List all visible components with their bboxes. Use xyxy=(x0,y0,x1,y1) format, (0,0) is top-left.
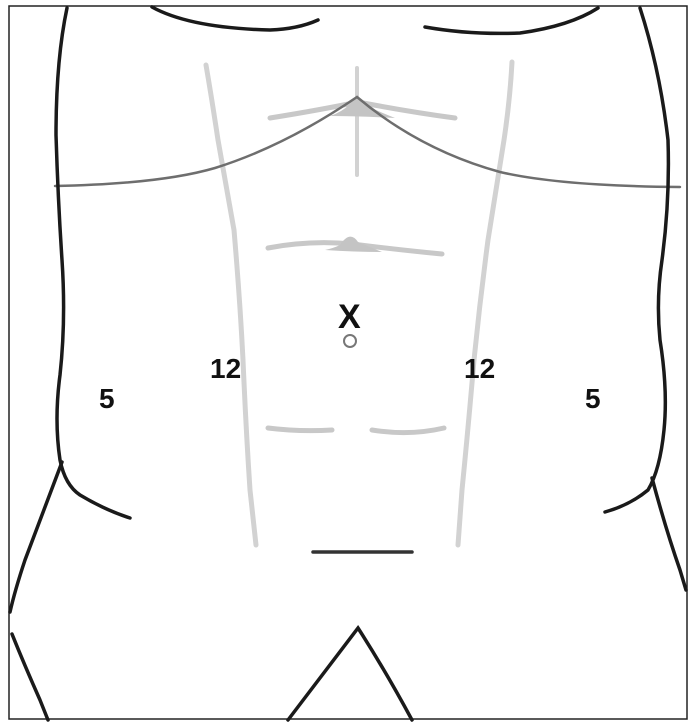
label-left-medial: 12 xyxy=(210,353,241,384)
label-left-lateral: 5 xyxy=(99,383,115,414)
label-right-lateral: 5 xyxy=(585,383,601,414)
label-right-medial: 12 xyxy=(464,353,495,384)
tendinous-line-3-left xyxy=(268,428,332,431)
label-marker-x: X xyxy=(338,298,361,336)
